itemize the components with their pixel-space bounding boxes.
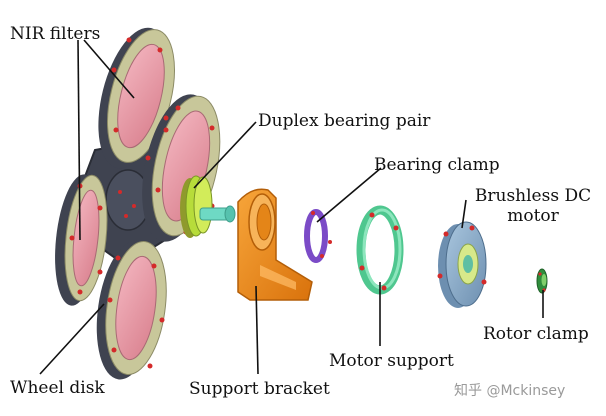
leader-lines bbox=[39, 39, 544, 375]
label-wheel-disk: Wheel disk bbox=[10, 378, 105, 398]
bearing-clamp bbox=[304, 209, 332, 263]
label-brushless-dc-motor-line1: Brushless DC bbox=[474, 186, 592, 206]
label-support-bracket: Support bracket bbox=[189, 379, 330, 399]
label-brushless-dc-motor: Brushless DC motor bbox=[462, 186, 604, 226]
rotor-clamp bbox=[536, 268, 548, 294]
wheel-bolts bbox=[69, 37, 215, 369]
label-brushless-dc-motor-line2: motor bbox=[507, 206, 559, 226]
watermark: 知乎 @Mckinsey bbox=[454, 383, 566, 399]
nir-filter-bottom bbox=[96, 240, 167, 380]
support-bracket bbox=[237, 188, 313, 301]
label-rotor-clamp: Rotor clamp bbox=[483, 324, 589, 344]
label-motor-support: Motor support bbox=[329, 351, 454, 371]
label-nir-filters: NIR filters bbox=[10, 24, 101, 44]
label-bearing-clamp: Bearing clamp bbox=[374, 155, 500, 175]
motor-support bbox=[356, 205, 404, 295]
brushless-dc-motor bbox=[437, 221, 487, 308]
duplex-bearing-pair bbox=[180, 175, 236, 238]
label-duplex-bearing-pair: Duplex bearing pair bbox=[258, 111, 431, 131]
